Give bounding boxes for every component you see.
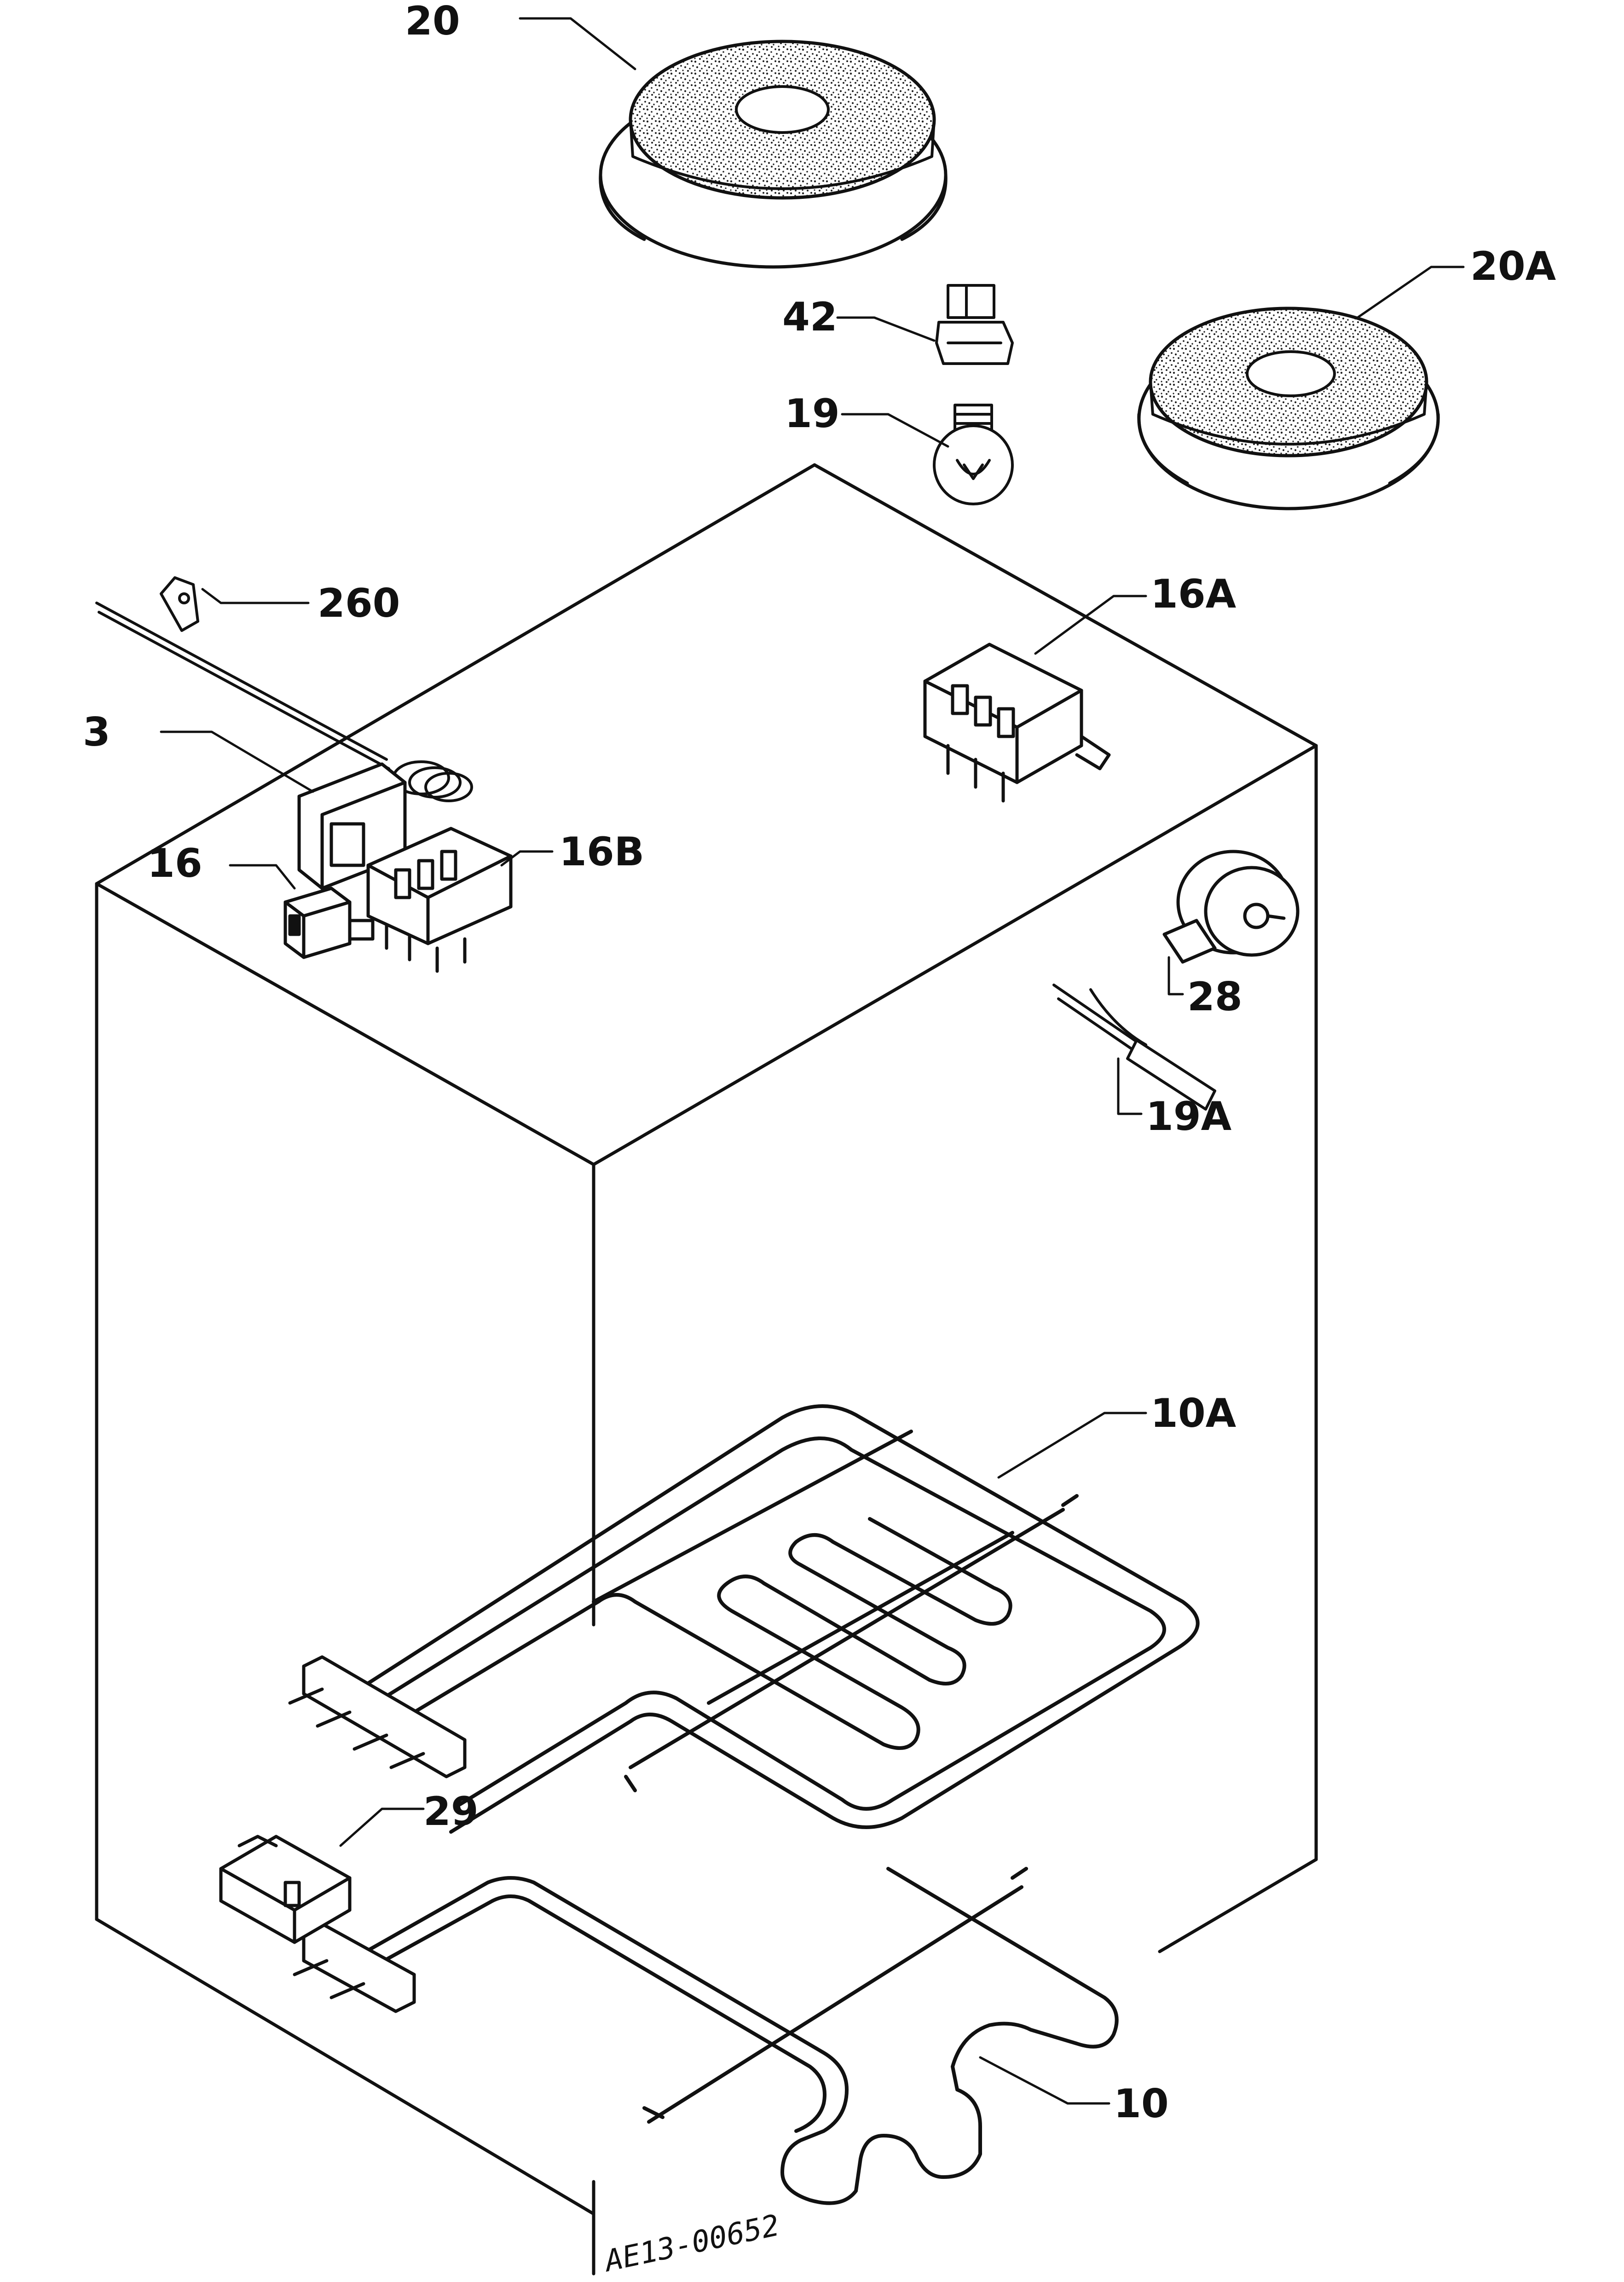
- fan-motor: [1162, 850, 1300, 964]
- terminal-block: [219, 1835, 352, 1944]
- drawing-code: AE13-00652: [600, 2208, 782, 2279]
- label-19: 19: [785, 391, 840, 437]
- thermostat-capillary: [95, 576, 473, 802]
- lamp-holder: [935, 284, 1014, 365]
- heating-element-lower: [348, 1867, 1119, 2205]
- label-20: 20: [405, 0, 460, 44]
- label-3: 3: [83, 709, 110, 755]
- hotplate-large: [599, 40, 948, 269]
- oven-cabinet-outline: [95, 463, 1318, 2276]
- thermostat: [297, 762, 407, 890]
- element-terminal-plate-lower: [293, 1922, 416, 2013]
- grill-terminal-plate-upper: [288, 1655, 467, 1778]
- leader-lines: [160, 17, 1465, 2105]
- label-42: 42: [782, 294, 838, 340]
- selector-switch-16A: [923, 643, 1111, 803]
- label-29: 29: [423, 1789, 479, 1835]
- label-10A: 10A: [1150, 1390, 1237, 1436]
- label-28: 28: [1187, 974, 1243, 1020]
- label-10: 10: [1114, 2081, 1169, 2127]
- grill-element-upper: [357, 1404, 1200, 1834]
- label-16: 16: [147, 840, 202, 886]
- label-19A: 19A: [1146, 1094, 1232, 1140]
- label-16A: 16A: [1150, 571, 1237, 617]
- push-switch-16: [283, 886, 375, 959]
- part-labels: 20 20A 42 19 260 16A 3 16 16B 28 19A 10A…: [83, 0, 1556, 2127]
- label-20A: 20A: [1470, 243, 1556, 290]
- selector-switch-16B: [366, 827, 513, 973]
- sensor-probe: [1052, 984, 1216, 1111]
- hotplate-small: [1137, 307, 1440, 510]
- oven-lamp-bulb: [933, 404, 1014, 505]
- label-16B: 16B: [559, 829, 644, 875]
- label-260: 260: [318, 580, 400, 626]
